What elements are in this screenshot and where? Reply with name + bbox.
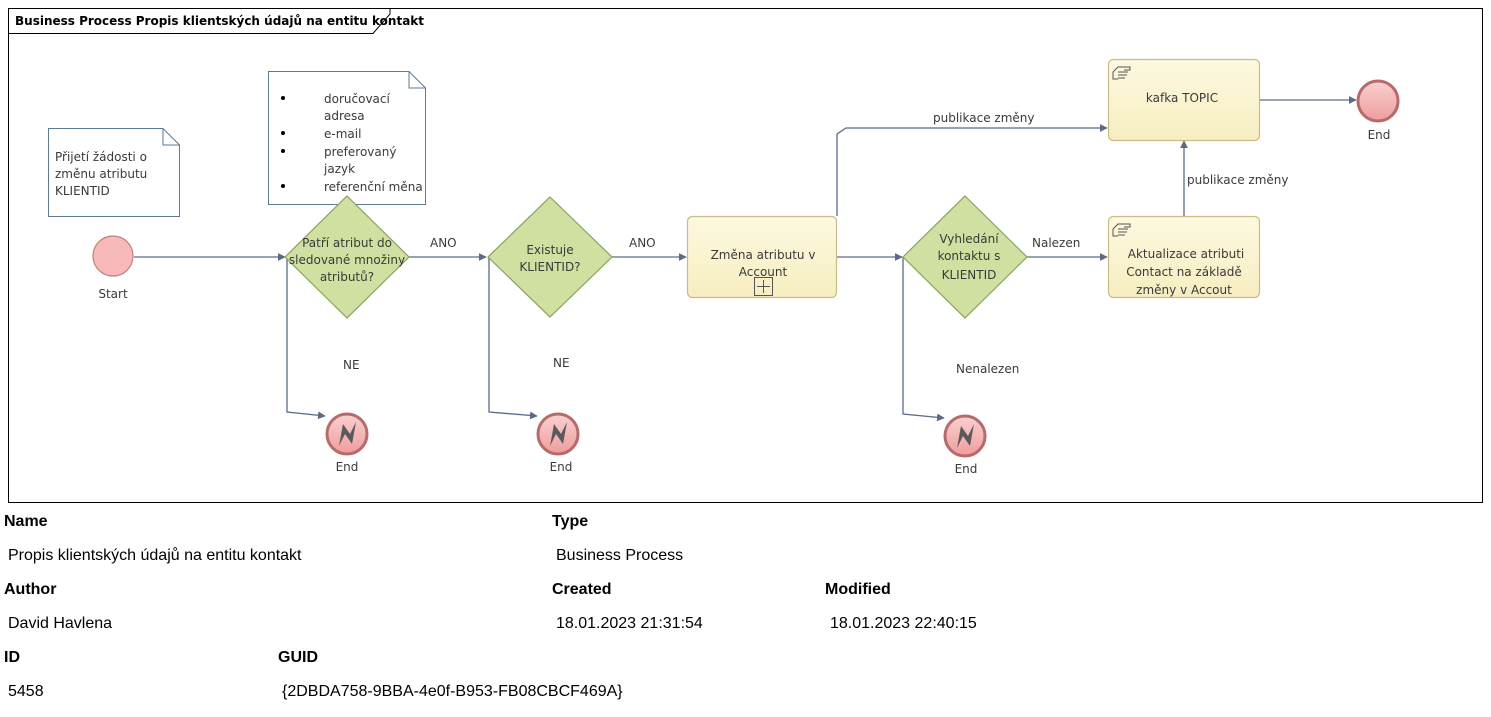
manual-task-hand-icon — [1112, 223, 1131, 237]
note-attr-item-4: referenční měna — [324, 180, 423, 194]
end-event-error-1-label: End — [336, 460, 359, 474]
diagram-title-tab — [8, 8, 391, 34]
gateway-attribute-line-2: sledované množiny — [289, 253, 405, 267]
id-label: ID — [4, 649, 20, 666]
sequence-flows — [134, 96, 1357, 422]
task-update-contact: Aktualizace atributi Contact na základě … — [1107, 215, 1261, 299]
flow-label-nalezen: Nalezen — [1032, 236, 1080, 250]
manual-task-hand-icon — [1112, 66, 1131, 80]
start-event-label: Start — [98, 287, 128, 301]
gateway-find-contact: Vyhledání kontaktu s KLIENTID — [902, 195, 1028, 319]
bpmn-diagram: Business Process Propis klientských údaj… — [8, 8, 1483, 503]
gateway-attribute-tracked: Patří atribut do sledované množiny atrib… — [284, 195, 410, 319]
flow-label-ano1: ANO — [430, 236, 457, 250]
flow-label-ne1: NE — [343, 358, 360, 372]
bullet-icon — [281, 184, 285, 188]
task-update-line-1: Aktualizace atributi — [1128, 247, 1245, 261]
bullet-icon — [281, 149, 285, 153]
subprocess-expand-icon — [754, 277, 773, 296]
error-icon — [339, 422, 356, 446]
flow-label-ano2: ANO — [629, 236, 656, 250]
gateway-klientid-exists: Existuje KLIENTID? — [487, 196, 613, 318]
properties-panel: Name Propis klientských údajů na entitu … — [0, 505, 1491, 717]
guid-value: {2DBDA758-9BBA-4e0f-B953-FB08CBCF469A} — [282, 683, 623, 700]
subprocess-line-2: Account — [739, 265, 788, 279]
type-value: Business Process — [556, 547, 684, 564]
flow-gw2-end — [488, 257, 538, 420]
end-event-main-label: End — [1368, 128, 1391, 142]
end-event-error-3: End — [943, 414, 987, 476]
error-icon — [957, 424, 974, 448]
gateway-attribute-line-1: Patří atribut do — [302, 236, 392, 250]
note-request-line-1: Přijetí žádosti o — [55, 150, 147, 164]
flow-label-nenalezen: Nenalezen — [956, 362, 1019, 376]
flow-label-publikace2: publikace změny — [1187, 173, 1288, 187]
gateway-attribute-line-3: atributů? — [320, 270, 374, 284]
flow-subprocess-kafka — [836, 124, 1108, 216]
note-request: Přijetí žádosti o změnu atributu KLIENTI… — [48, 128, 180, 217]
gateway-klientid-line-1: Existuje — [526, 243, 573, 257]
gateway-find-line-2: kontaktu s — [938, 249, 1001, 263]
task-kafka-topic: kafka TOPIC — [1107, 58, 1261, 142]
created-label: Created — [552, 581, 612, 598]
note-request-line-2: změnu atributu — [55, 167, 147, 181]
bullet-icon — [281, 96, 285, 100]
guid-label: GUID — [278, 649, 318, 666]
end-event-error-1: End — [325, 412, 369, 474]
end-event-error-2-label: End — [550, 460, 573, 474]
note-attr-item-3a: preferovaný — [324, 145, 396, 159]
author-label: Author — [4, 581, 57, 598]
flow-label-publikace1: publikace změny — [933, 111, 1034, 125]
gateway-find-line-1: Vyhledání — [939, 232, 999, 246]
flow-gw3-end — [902, 257, 945, 422]
bullet-icon — [281, 131, 285, 135]
error-icon — [550, 422, 567, 446]
note-attributes: doručovací adresa e-mail preferovaný jaz… — [268, 71, 426, 205]
note-attr-item-2: e-mail — [324, 127, 361, 141]
task-update-line-2: Contact na základě — [1126, 265, 1242, 279]
end-event-error-2: End — [536, 412, 580, 474]
modified-value: 18.01.2023 22:40:15 — [830, 615, 977, 632]
task-kafka-label: kafka TOPIC — [1146, 91, 1218, 105]
task-update-line-3: změny v Accout — [1136, 283, 1232, 297]
modified-label: Modified — [825, 581, 891, 598]
name-value: Propis klientských údajů na entitu konta… — [8, 547, 302, 564]
note-attr-item-3b: jazyk — [323, 162, 355, 176]
name-label: Name — [4, 513, 48, 530]
flow-label-ne2: NE — [553, 356, 570, 370]
start-event: Start — [92, 235, 134, 301]
flow-gw1-end — [286, 257, 326, 420]
author-value: David Havlena — [8, 615, 113, 632]
created-value: 18.01.2023 21:31:54 — [556, 615, 703, 632]
note-attr-item-1a: doručovací — [324, 92, 390, 106]
note-attr-item-1b: adresa — [324, 109, 365, 123]
subprocess-change-account: Změna atributu v Account — [686, 215, 838, 299]
diagram-title: Business Process Propis klientských údaj… — [15, 14, 424, 28]
id-value: 5458 — [8, 683, 44, 700]
subprocess-line-1: Změna atributu v — [711, 248, 816, 262]
gateway-find-line-3: KLIENTID — [942, 268, 997, 282]
end-event-main: End — [1356, 79, 1400, 142]
type-label: Type — [552, 513, 589, 530]
end-event-error-3-label: End — [955, 462, 978, 476]
gateway-klientid-line-2: KLIENTID? — [519, 260, 580, 274]
note-request-line-3: KLIENTID — [55, 184, 110, 198]
